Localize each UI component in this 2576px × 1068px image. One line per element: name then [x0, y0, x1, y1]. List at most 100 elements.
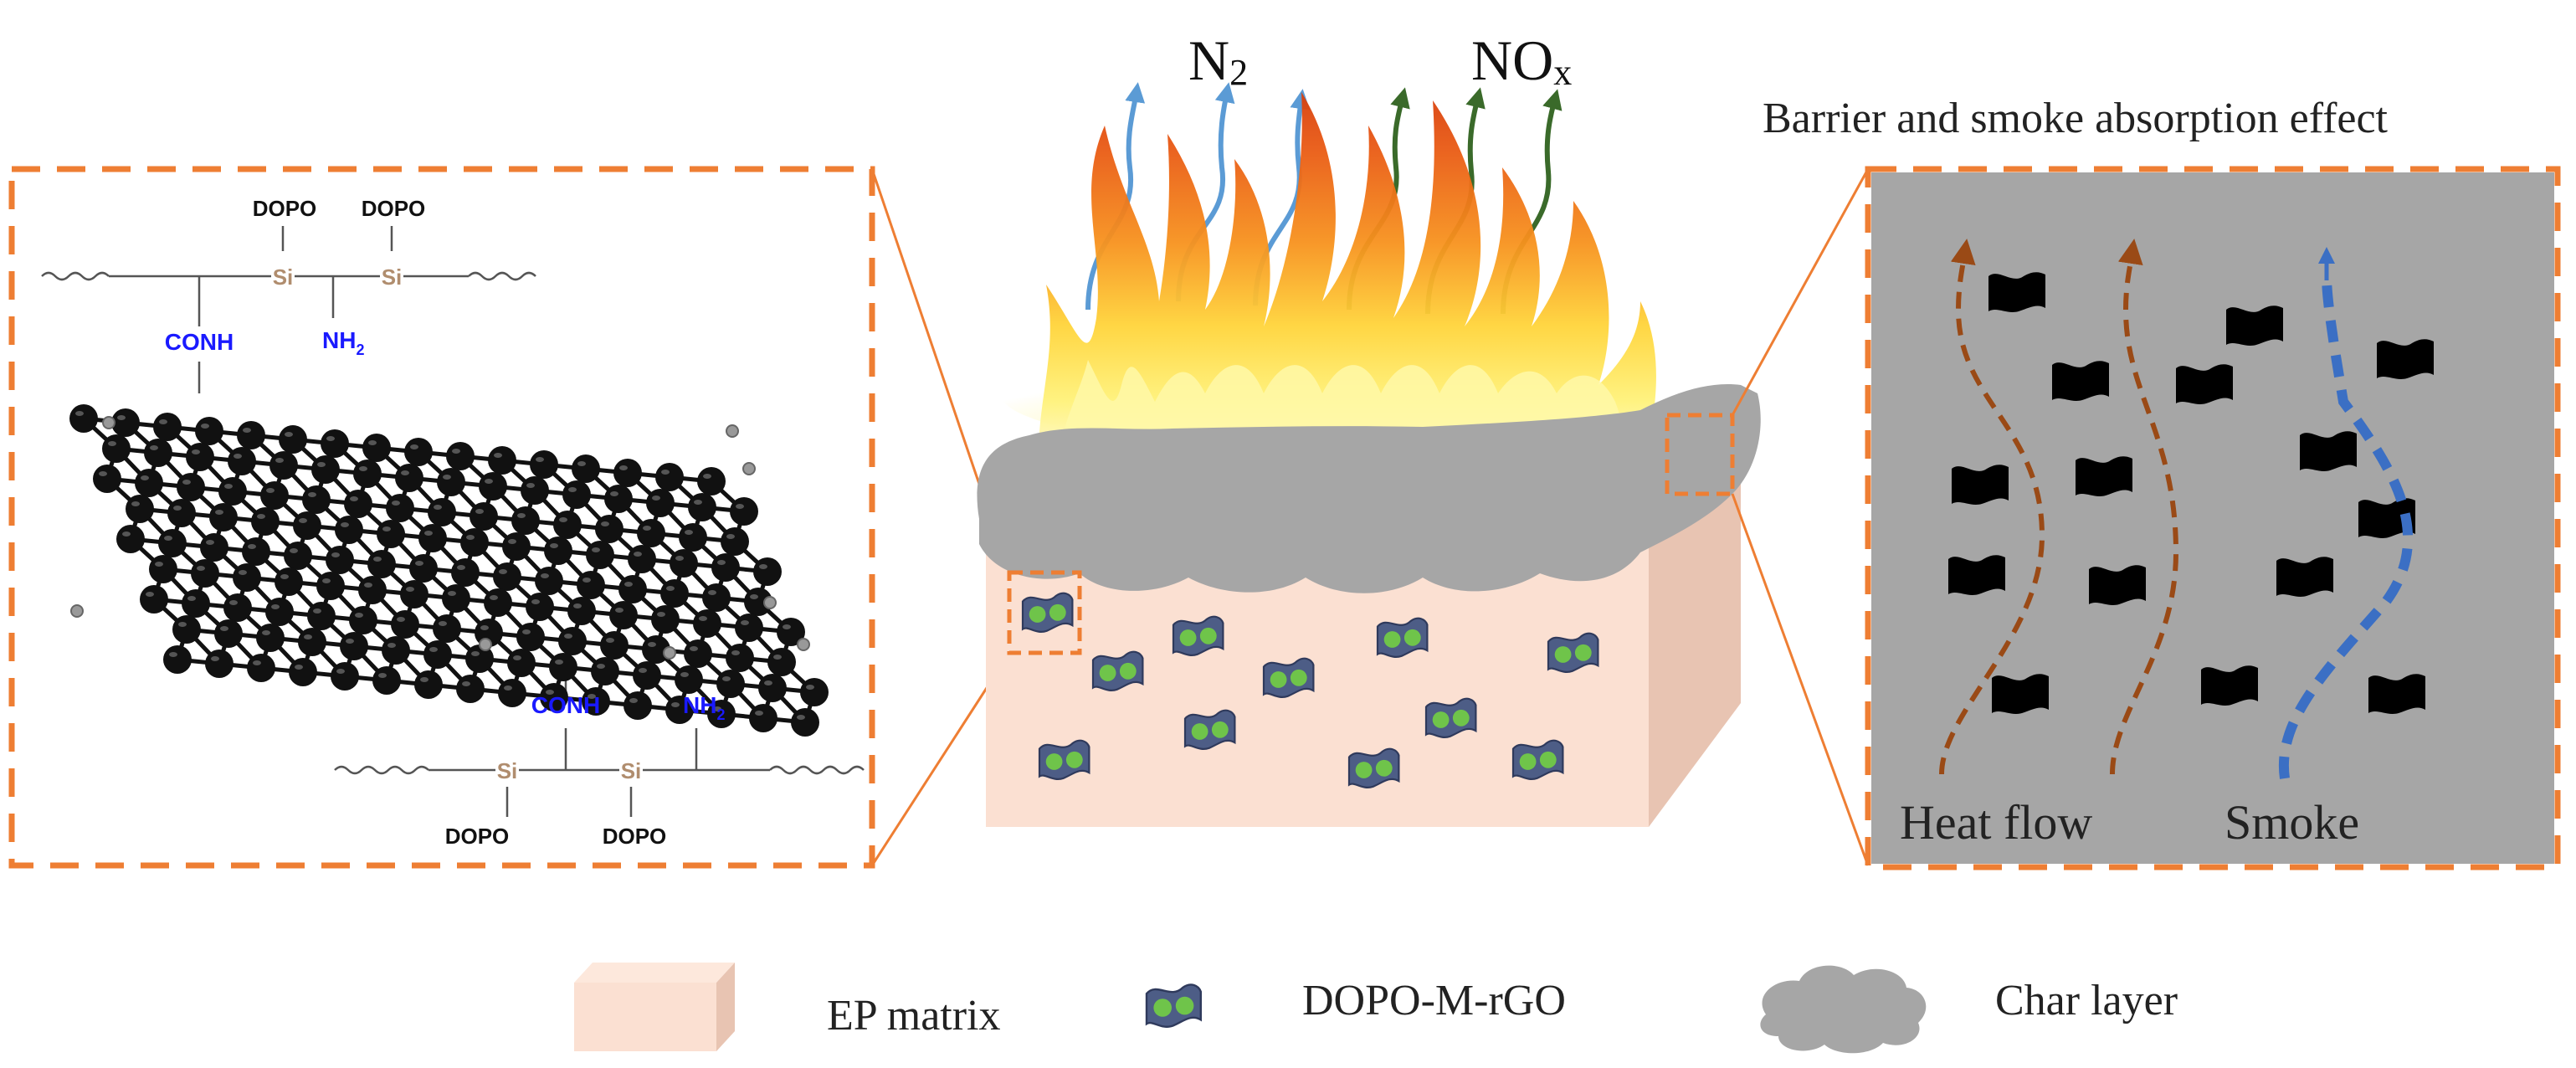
carbon-atom [562, 480, 591, 509]
legend-dopo-m-rgo-label: DOPO-M-rGO [1302, 977, 1566, 1024]
char-flake [2276, 557, 2333, 597]
si-label-bottom-2: Si [621, 758, 642, 783]
char-flakes [1948, 272, 2434, 714]
hydrogen-atom [663, 646, 676, 660]
carbon-atom [675, 665, 703, 694]
molecule-panel: DOPO DOPO Si Si CONH NH2 CONH NH2 Si Si … [8, 166, 875, 869]
si-label-top-1: Si [273, 264, 294, 290]
dopo-m-rgo-particles [1021, 592, 1599, 788]
carbon-atom [460, 528, 489, 557]
char-flake [2052, 361, 2109, 401]
char-layer [977, 384, 1761, 593]
carbon-atom [433, 614, 461, 643]
dopo-label-top-1: DOPO [253, 196, 317, 221]
si-label-top-2: Si [382, 264, 403, 290]
conh-label-top: CONH [165, 329, 233, 355]
carbon-atom [465, 644, 494, 673]
char-flake [2201, 665, 2258, 706]
carbon-atom [340, 632, 368, 660]
carbon-atom [344, 490, 372, 518]
carbon-atom [126, 495, 154, 523]
heat-arrow-2 [2110, 239, 2179, 775]
carbon-atom [600, 631, 629, 660]
carbon-atom [591, 657, 619, 685]
heat-arrow-1 [1939, 239, 2045, 775]
carbon-atom [223, 593, 252, 622]
carbon-atom [144, 439, 172, 467]
legend-ep-matrix-swatch [574, 963, 735, 1051]
legend-char-layer-swatch [1760, 965, 1927, 1054]
molecule-dashed-frame [8, 166, 875, 869]
carbon-atom [400, 580, 428, 608]
carbon-atom [353, 460, 382, 488]
carbon-atom [191, 559, 219, 588]
carbon-atom [684, 639, 712, 668]
carbon-atom [511, 506, 540, 535]
nox-label: NOx [1471, 28, 1572, 93]
char-flake [2368, 674, 2425, 714]
carbon-atom [205, 650, 233, 678]
barrier-title: Barrier and smoke absorption effect [1763, 95, 2389, 142]
carbon-atom [377, 520, 405, 548]
carbon-atom [623, 691, 652, 720]
nh2-label-bottom: NH2 [683, 692, 725, 723]
connector-lines-right [1731, 168, 1870, 866]
n2-label: N2 [1188, 28, 1248, 93]
carbon-atom [69, 404, 98, 433]
heat-flow-arrows [1939, 239, 2179, 775]
carbon-atom [214, 619, 243, 648]
carbon-atom [260, 481, 289, 510]
char-flake [1952, 465, 2009, 505]
carbon-atom [613, 459, 642, 487]
carbon-atom [316, 572, 345, 600]
carbon-atom [93, 465, 121, 493]
carbon-atom [195, 417, 223, 445]
matrix-zoom-box [1007, 570, 1082, 655]
hydrogen-atom [763, 596, 777, 609]
carbon-atom [167, 499, 196, 527]
carbon-atom [446, 442, 475, 470]
conh-label-bottom: CONH [531, 692, 600, 718]
carbon-atom [362, 434, 391, 462]
legend-char-layer-label: Char layer [1995, 977, 2178, 1024]
hydrogen-atom [726, 424, 739, 438]
dopo-m-rgo-particle [1376, 617, 1429, 658]
carbon-atom [777, 618, 805, 646]
char-flake [2300, 431, 2357, 471]
flames [1000, 92, 1670, 473]
dopo-label-top-2: DOPO [362, 196, 426, 221]
carbon-atom [582, 687, 610, 716]
carbon-atom [665, 696, 694, 724]
carbon-atom [604, 485, 633, 513]
carbon-atom [256, 624, 285, 652]
barrier-dashed-frame [1865, 166, 2561, 870]
carbon-atom [711, 553, 740, 582]
carbon-atom [697, 467, 726, 495]
carbon-atom [177, 473, 205, 501]
graphene-atoms [69, 404, 829, 737]
carbon-atom [372, 666, 401, 695]
carbon-atom [279, 425, 307, 454]
carbon-atom [275, 567, 303, 596]
top-chain [41, 226, 536, 393]
carbon-atom [200, 533, 228, 562]
carbon-atom [516, 623, 545, 651]
carbon-atom [526, 593, 554, 621]
carbon-atom [218, 477, 247, 506]
carbon-atom [158, 529, 187, 557]
carbon-atom [418, 524, 447, 552]
carbon-atom [530, 450, 558, 479]
carbon-atom [251, 507, 280, 536]
carbon-atom [586, 541, 614, 569]
smoke-arrow [2278, 275, 2414, 779]
dopo-m-rgo-particle [1091, 650, 1144, 691]
char-flake [2358, 498, 2415, 538]
char-flake [1992, 674, 2049, 714]
legend-ep-matrix-label: EP matrix [827, 992, 1001, 1040]
carbon-atom [409, 554, 438, 583]
carbon-atom [693, 609, 721, 638]
carbon-atom [242, 537, 270, 566]
dopo-m-rgo-particle [1183, 709, 1236, 750]
hydrogen-atom [479, 638, 492, 651]
